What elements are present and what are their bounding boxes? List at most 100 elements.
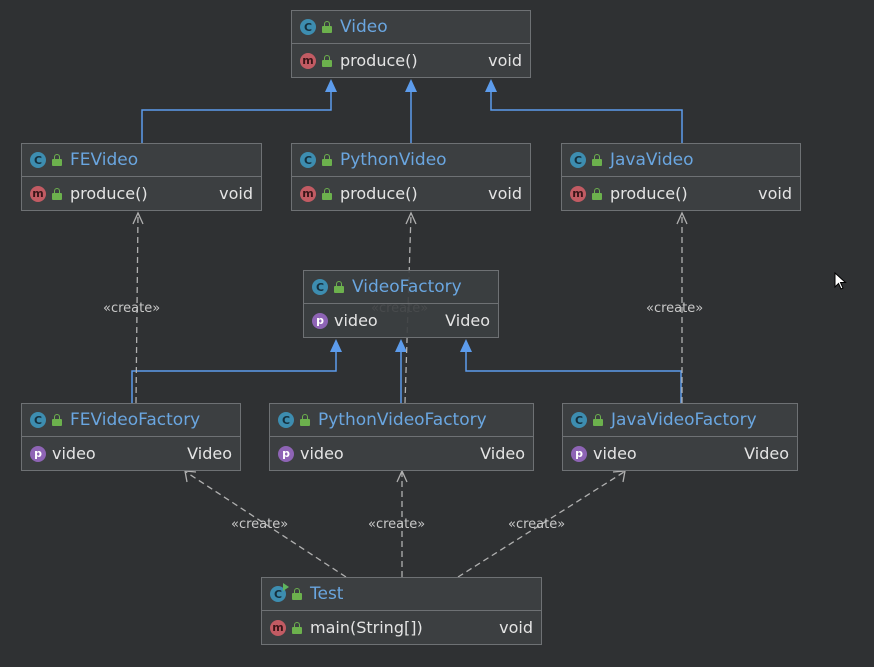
arrowhead-videofactory-right: [460, 339, 472, 352]
class-header: C FEVideoFactory: [22, 404, 240, 437]
static-method-icon: m: [270, 619, 286, 636]
class-name: FEVideoFactory: [70, 410, 201, 430]
class-header: C Test: [262, 578, 541, 611]
class-test[interactable]: C Test m main(String[]) void: [261, 577, 542, 645]
class-member-row: m produce() void: [22, 177, 261, 210]
class-fevideofactory[interactable]: C FEVideoFactory p video Video: [21, 403, 241, 471]
member-type: void: [488, 184, 522, 203]
public-lock-icon: [300, 414, 310, 426]
class-icon: C: [300, 19, 316, 35]
method-icon: m: [30, 185, 46, 202]
class-icon: C: [570, 152, 586, 168]
class-name: FEVideo: [70, 150, 139, 170]
class-header: C JavaVideo: [562, 144, 800, 177]
edge-javafactory-implements-videofactory: [465, 352, 682, 403]
method-icon: m: [300, 185, 316, 202]
method-icon: m: [300, 52, 316, 69]
edge-test-creates-fefactory: [185, 471, 347, 578]
class-icon: C: [278, 412, 294, 428]
property-icon: p: [312, 312, 328, 329]
class-header: C Video: [292, 11, 530, 44]
member-name: produce(): [610, 184, 688, 203]
class-name: VideoFactory: [352, 277, 462, 297]
edge-test-creates-javafactory: [457, 471, 625, 578]
class-header: C VideoFactory: [304, 271, 498, 304]
member-type: void: [219, 184, 253, 203]
public-lock-icon: [52, 154, 62, 166]
inheritance-edges: [131, 79, 683, 403]
member-type: void: [758, 184, 792, 203]
class-video[interactable]: C Video m produce() void: [291, 10, 531, 78]
arrowhead-videofactory-left: [330, 339, 342, 352]
class-header: C PythonVideoFactory: [270, 404, 533, 437]
public-lock-icon: [292, 621, 302, 634]
class-header: C FEVideo: [22, 144, 261, 177]
class-member-row: p video Video: [270, 437, 533, 470]
public-lock-icon: [292, 588, 302, 600]
edge-fefactory-implements-videofactory: [131, 352, 337, 403]
class-member-row: p video Video: [22, 437, 240, 470]
public-lock-icon: [322, 54, 332, 67]
property-icon: p: [30, 445, 46, 462]
class-pythonvideo[interactable]: C PythonVideo m produce() void: [291, 143, 531, 211]
class-icon: C: [30, 412, 46, 428]
class-name: JavaVideoFactory: [611, 410, 757, 430]
property-icon: p: [278, 445, 294, 462]
open-arrow-javavideo: [676, 211, 688, 225]
public-lock-icon: [322, 187, 332, 200]
create-label-javafactory: «create»: [508, 517, 565, 532]
runnable-class-icon: C: [270, 583, 289, 602]
class-header: C JavaVideoFactory: [563, 404, 797, 437]
edge-fevideo-extends-video: [141, 92, 332, 143]
arrowhead-video-left: [325, 79, 337, 92]
method-icon: m: [570, 185, 586, 202]
member-name: video: [593, 444, 637, 463]
member-name: produce(): [340, 184, 418, 203]
public-lock-icon: [334, 281, 344, 293]
public-lock-icon: [593, 414, 603, 426]
class-javavideofactory[interactable]: C JavaVideoFactory p video Video: [562, 403, 798, 471]
class-videofactory[interactable]: C VideoFactory p video Video: [303, 270, 499, 338]
member-name: video: [52, 444, 96, 463]
arrowhead-videofactory-center: [395, 339, 407, 352]
edge-javavideo-extends-video: [490, 92, 683, 143]
class-icon: C: [571, 412, 587, 428]
class-member-row: p video Video: [563, 437, 797, 470]
class-member-row: m produce() void: [562, 177, 800, 210]
class-header: C PythonVideo: [292, 144, 530, 177]
public-lock-icon: [322, 154, 332, 166]
class-name: JavaVideo: [610, 150, 694, 170]
create-label-javavideo: «create»: [646, 301, 703, 316]
open-arrow-javafactory: [612, 470, 626, 483]
open-arrow-fevideo: [132, 211, 144, 225]
edge-fefactory-creates-fevideo: [135, 213, 139, 404]
member-type: Video: [744, 444, 789, 463]
member-name: video: [334, 311, 378, 330]
member-name: produce(): [340, 51, 418, 70]
property-icon: p: [571, 445, 587, 462]
member-type: Video: [480, 444, 525, 463]
class-member-row: m produce() void: [292, 177, 530, 210]
public-lock-icon: [322, 21, 332, 33]
mouse-pointer-icon: [834, 272, 847, 290]
class-name: PythonVideoFactory: [318, 410, 487, 430]
class-name: Test: [310, 584, 344, 604]
dependency-arrowheads: [132, 211, 688, 483]
class-javavideo[interactable]: C JavaVideo m produce() void: [561, 143, 801, 211]
public-lock-icon: [592, 154, 602, 166]
member-name: main(String[]): [310, 618, 423, 637]
member-type: void: [488, 51, 522, 70]
class-fevideo[interactable]: C FEVideo m produce() void: [21, 143, 262, 211]
open-arrow-pythonfactory: [396, 469, 408, 483]
create-label-fevideo: «create»: [103, 301, 160, 316]
class-member-row: p video Video: [304, 304, 498, 337]
abstract-class-icon: C: [312, 279, 328, 295]
open-arrow-pythonvideo: [405, 211, 417, 225]
arrowhead-video-right: [485, 79, 497, 92]
class-icon: C: [30, 152, 46, 168]
public-lock-icon: [52, 414, 62, 426]
create-label-pythonfactory: «create»: [368, 517, 425, 532]
arrowhead-video-center: [405, 79, 417, 92]
class-pythonvideofactory[interactable]: C PythonVideoFactory p video Video: [269, 403, 534, 471]
member-type: Video: [187, 444, 232, 463]
